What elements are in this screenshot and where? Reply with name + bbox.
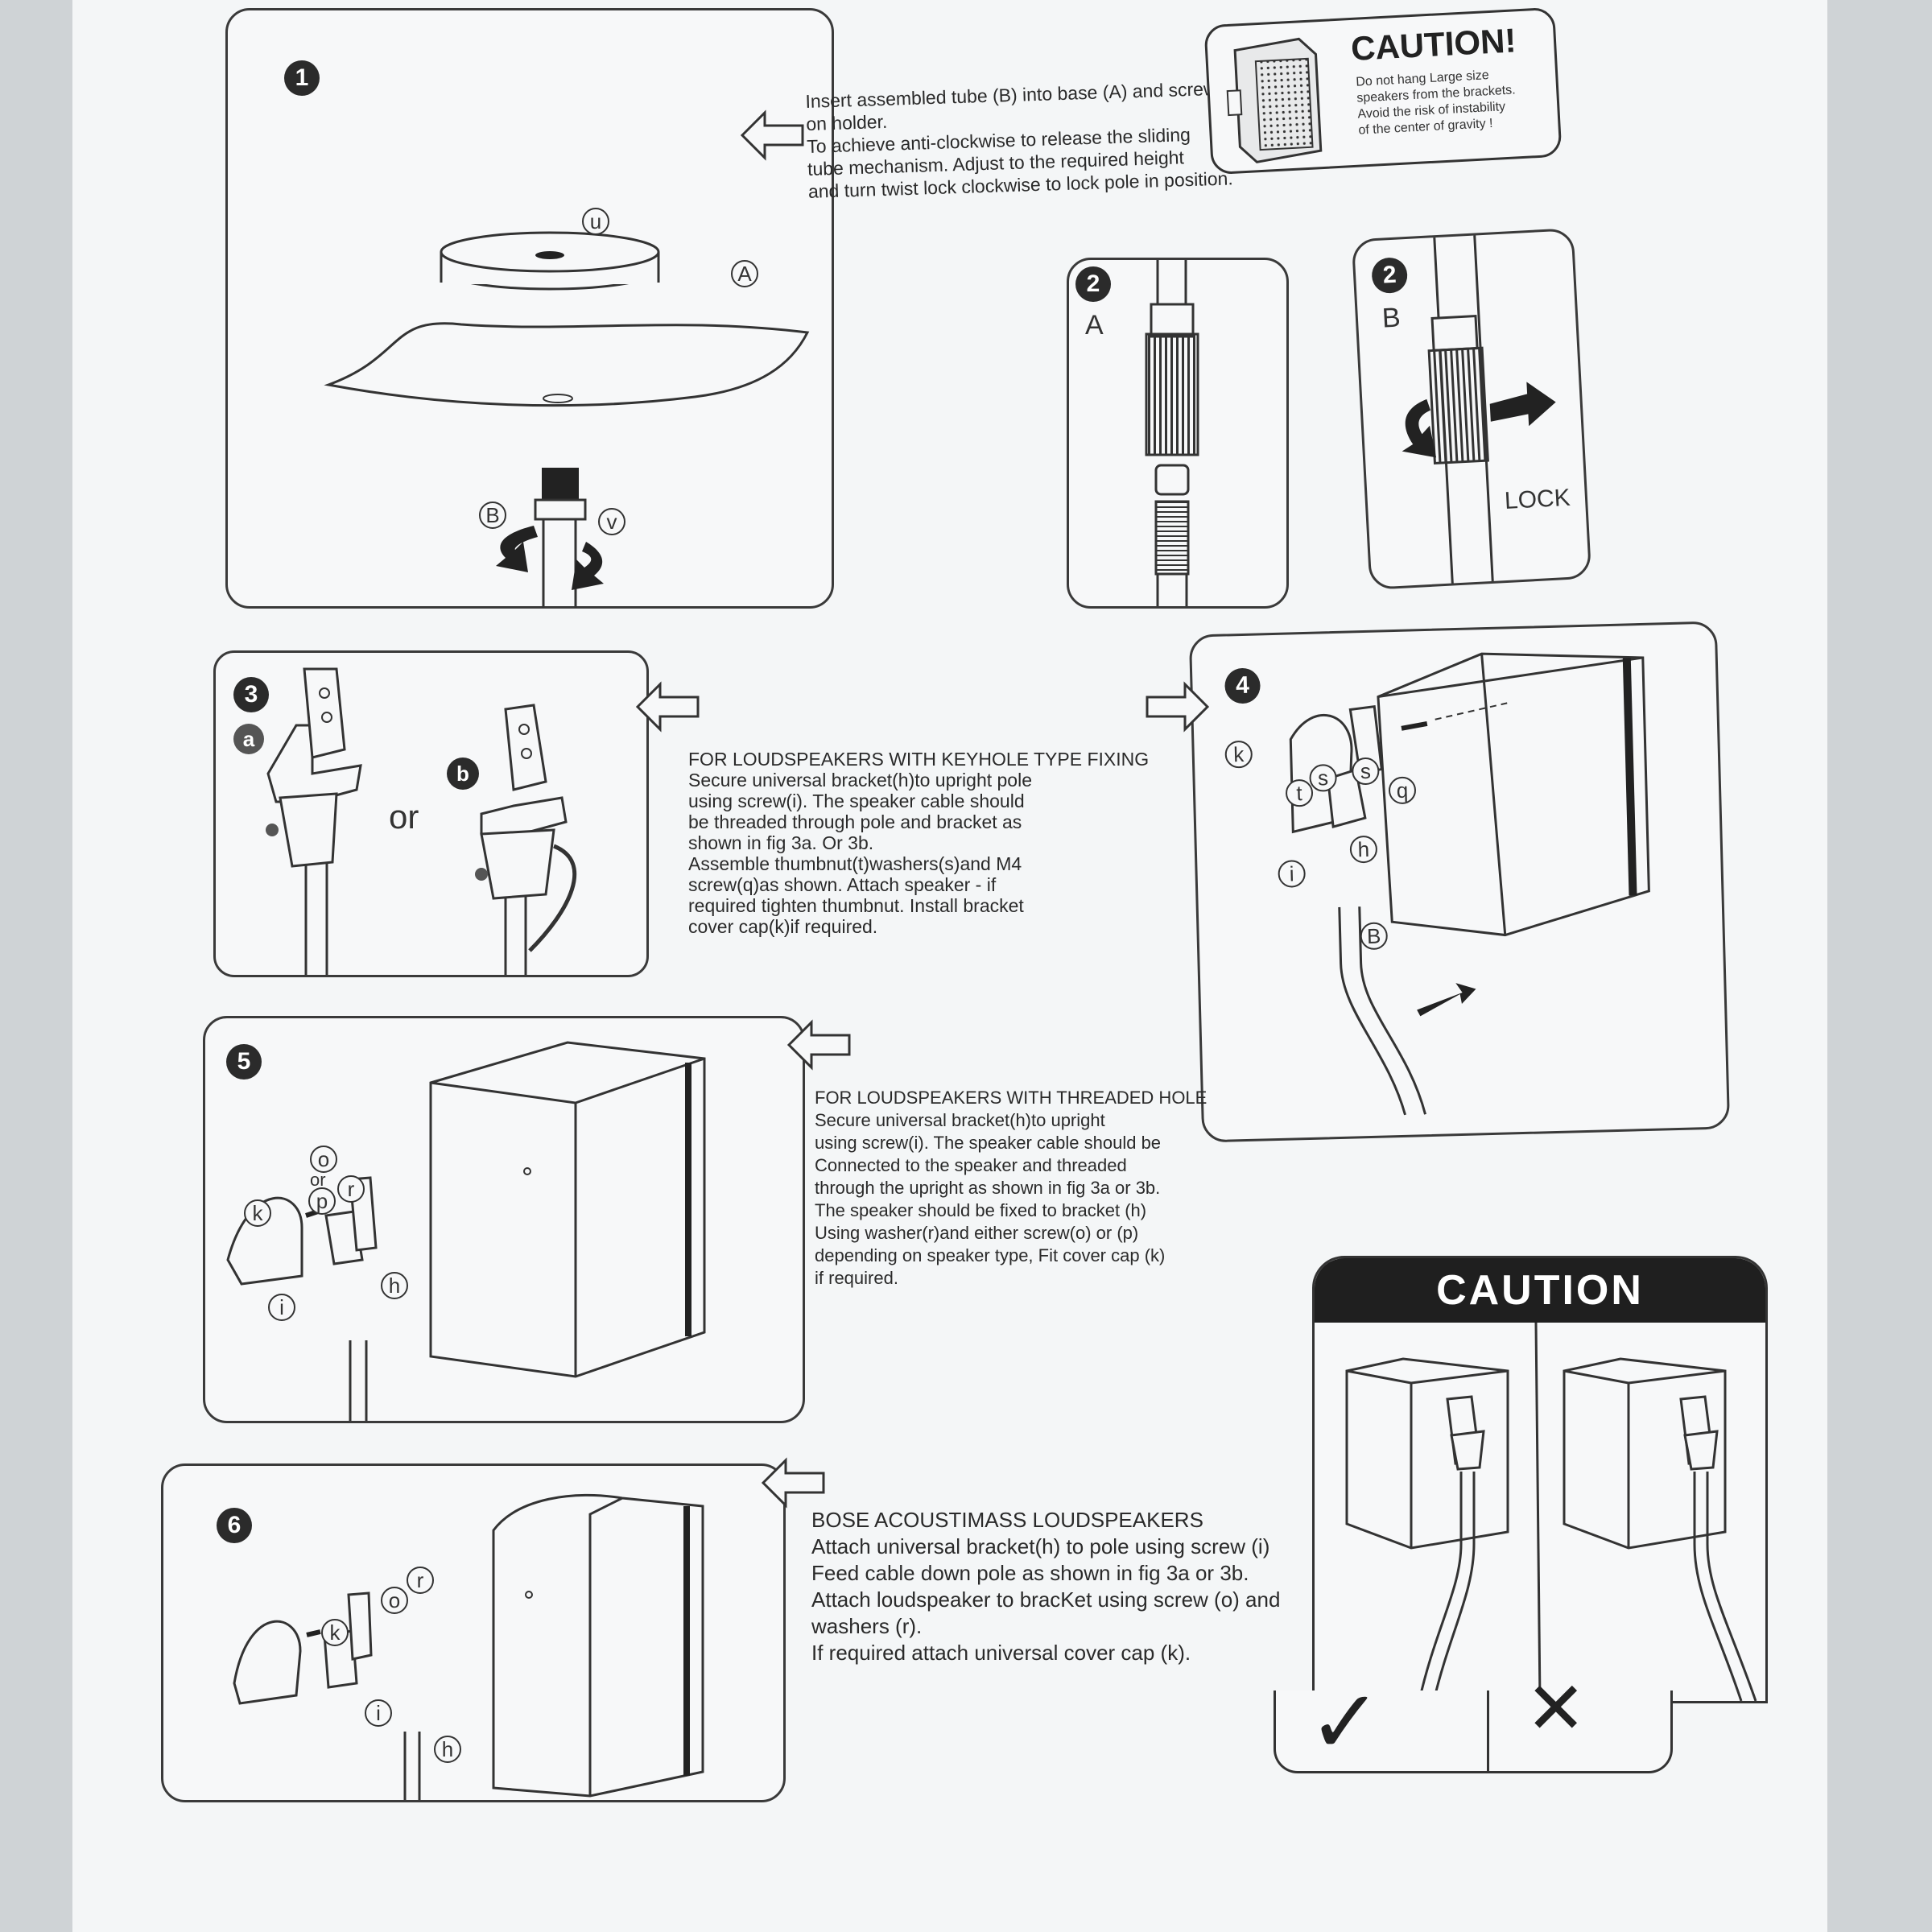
label-k: k	[321, 1619, 349, 1646]
check-icon: ✓	[1308, 1670, 1383, 1773]
label-or: or	[310, 1170, 326, 1190]
arrow-left-icon	[786, 1019, 851, 1071]
label-h: h	[434, 1736, 461, 1763]
caution-small-box: CAUTION! Do not hang Large size speakers…	[1203, 6, 1563, 175]
step2a-panel: 2 A	[1067, 258, 1289, 609]
footer-divider	[1487, 1690, 1489, 1771]
label-u: u	[582, 208, 609, 235]
variant-a-badge: a	[233, 724, 264, 754]
or-label: or	[389, 798, 419, 836]
step5-badge: 5	[226, 1044, 262, 1080]
arrow-left-icon	[761, 1457, 825, 1509]
step6-badge: 6	[217, 1508, 252, 1543]
caution-big-title: CAUTION	[1315, 1258, 1765, 1323]
base-plate-drawing	[324, 231, 810, 608]
step2a-badge: 2	[1075, 266, 1111, 302]
step1-badge: 1	[284, 60, 320, 96]
caution-big-box: CAUTION	[1312, 1256, 1768, 1703]
caution-footer	[1274, 1690, 1673, 1773]
label-v: v	[598, 508, 625, 535]
label-i: i	[268, 1294, 295, 1321]
label-o: o	[381, 1587, 408, 1614]
label-p: p	[308, 1187, 336, 1215]
step2a-letter: A	[1085, 310, 1104, 341]
twist-lock-closed-drawing	[1402, 235, 1556, 584]
step5-panel: 5 o or p r k h i	[203, 1016, 805, 1423]
arrow-right-icon	[1146, 681, 1210, 733]
step3-panel: 3 a b or	[213, 650, 649, 977]
label-b: B	[479, 502, 506, 529]
speaker-caution-icon	[1226, 37, 1323, 163]
label-r: r	[407, 1567, 434, 1594]
step3-text: FOR LOUDSPEAKERS WITH KEYHOLE TYPE FIXIN…	[688, 749, 1150, 937]
label-o: o	[310, 1146, 337, 1173]
caution-small-title: CAUTION!	[1349, 21, 1517, 68]
bracket-variants-drawing	[266, 667, 577, 975]
step1-panel: 1 u A B v	[225, 8, 834, 609]
step6-text: BOSE ACOUSTIMASS LOUDSPEAKERS Attach uni…	[811, 1508, 1281, 1665]
speaker-threaded-drawing	[226, 1041, 706, 1421]
speaker-keyhole-drawing	[1289, 652, 1650, 1116]
step1-text: Insert assembled tube (B) into base (A) …	[805, 77, 1234, 202]
label-r: r	[337, 1175, 365, 1203]
twist-lock-open-drawing	[1145, 260, 1199, 606]
step5-text: FOR LOUDSPEAKERS WITH THREADED HOLE Secu…	[815, 1088, 1208, 1288]
label-k: k	[244, 1199, 271, 1227]
step6-panel: 6 r o k i h	[161, 1463, 786, 1802]
step4-panel: 4 k t s s q h i B	[1188, 621, 1731, 1143]
arrow-left-icon	[635, 681, 700, 733]
caution-comparison-drawing	[1345, 1322, 1757, 1701]
cross-icon: ✕	[1525, 1666, 1587, 1751]
instruction-sheet: 1 u A B v Insert assembled tube (B) into…	[72, 0, 1827, 1932]
step2b-panel: 2 B LOCK	[1351, 228, 1592, 590]
label-i: i	[365, 1699, 392, 1727]
arrow-left-icon	[740, 109, 804, 161]
caution-small-text: Do not hang Large size speakers from the…	[1355, 68, 1517, 138]
label-h: h	[381, 1272, 408, 1299]
variant-b-badge: b	[447, 758, 479, 790]
label-a: A	[731, 260, 758, 287]
step3-badge: 3	[233, 677, 269, 712]
speaker-bose-drawing	[233, 1493, 704, 1800]
lock-label: LOCK	[1504, 484, 1571, 514]
